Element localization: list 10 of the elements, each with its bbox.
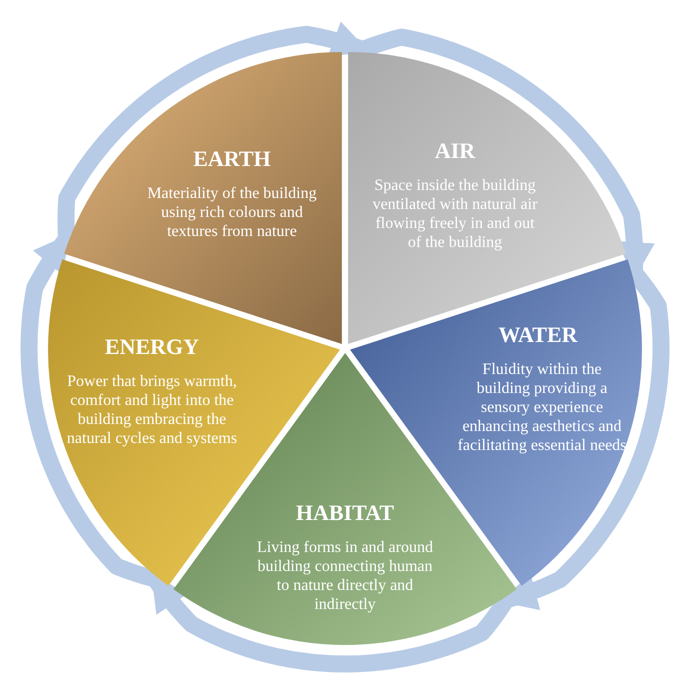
segment-title: HABITAT: [296, 500, 394, 526]
segment-description: Space inside the building ventilated with natural air flowing freely in and out of the building: [372, 176, 538, 252]
segment-description: Materiality of the building using rich colours and textures from nature: [146, 184, 317, 241]
segment-description: Fluidity within the building providing a sensory experience enhancing aesthetics and facilitating essential needs: [456, 360, 628, 455]
segment-description: Living forms in and around building connecting human to nature directly and indirectly: [256, 538, 434, 614]
segment-title: AIR: [434, 138, 476, 164]
segment-title: ENERGY: [104, 334, 200, 360]
segment-description: Power that brings warmth, comfort and light into the building embracing the natural cycles and systems: [66, 372, 238, 448]
segment-title: EARTH: [193, 146, 271, 172]
segment-title: WATER: [498, 322, 578, 348]
